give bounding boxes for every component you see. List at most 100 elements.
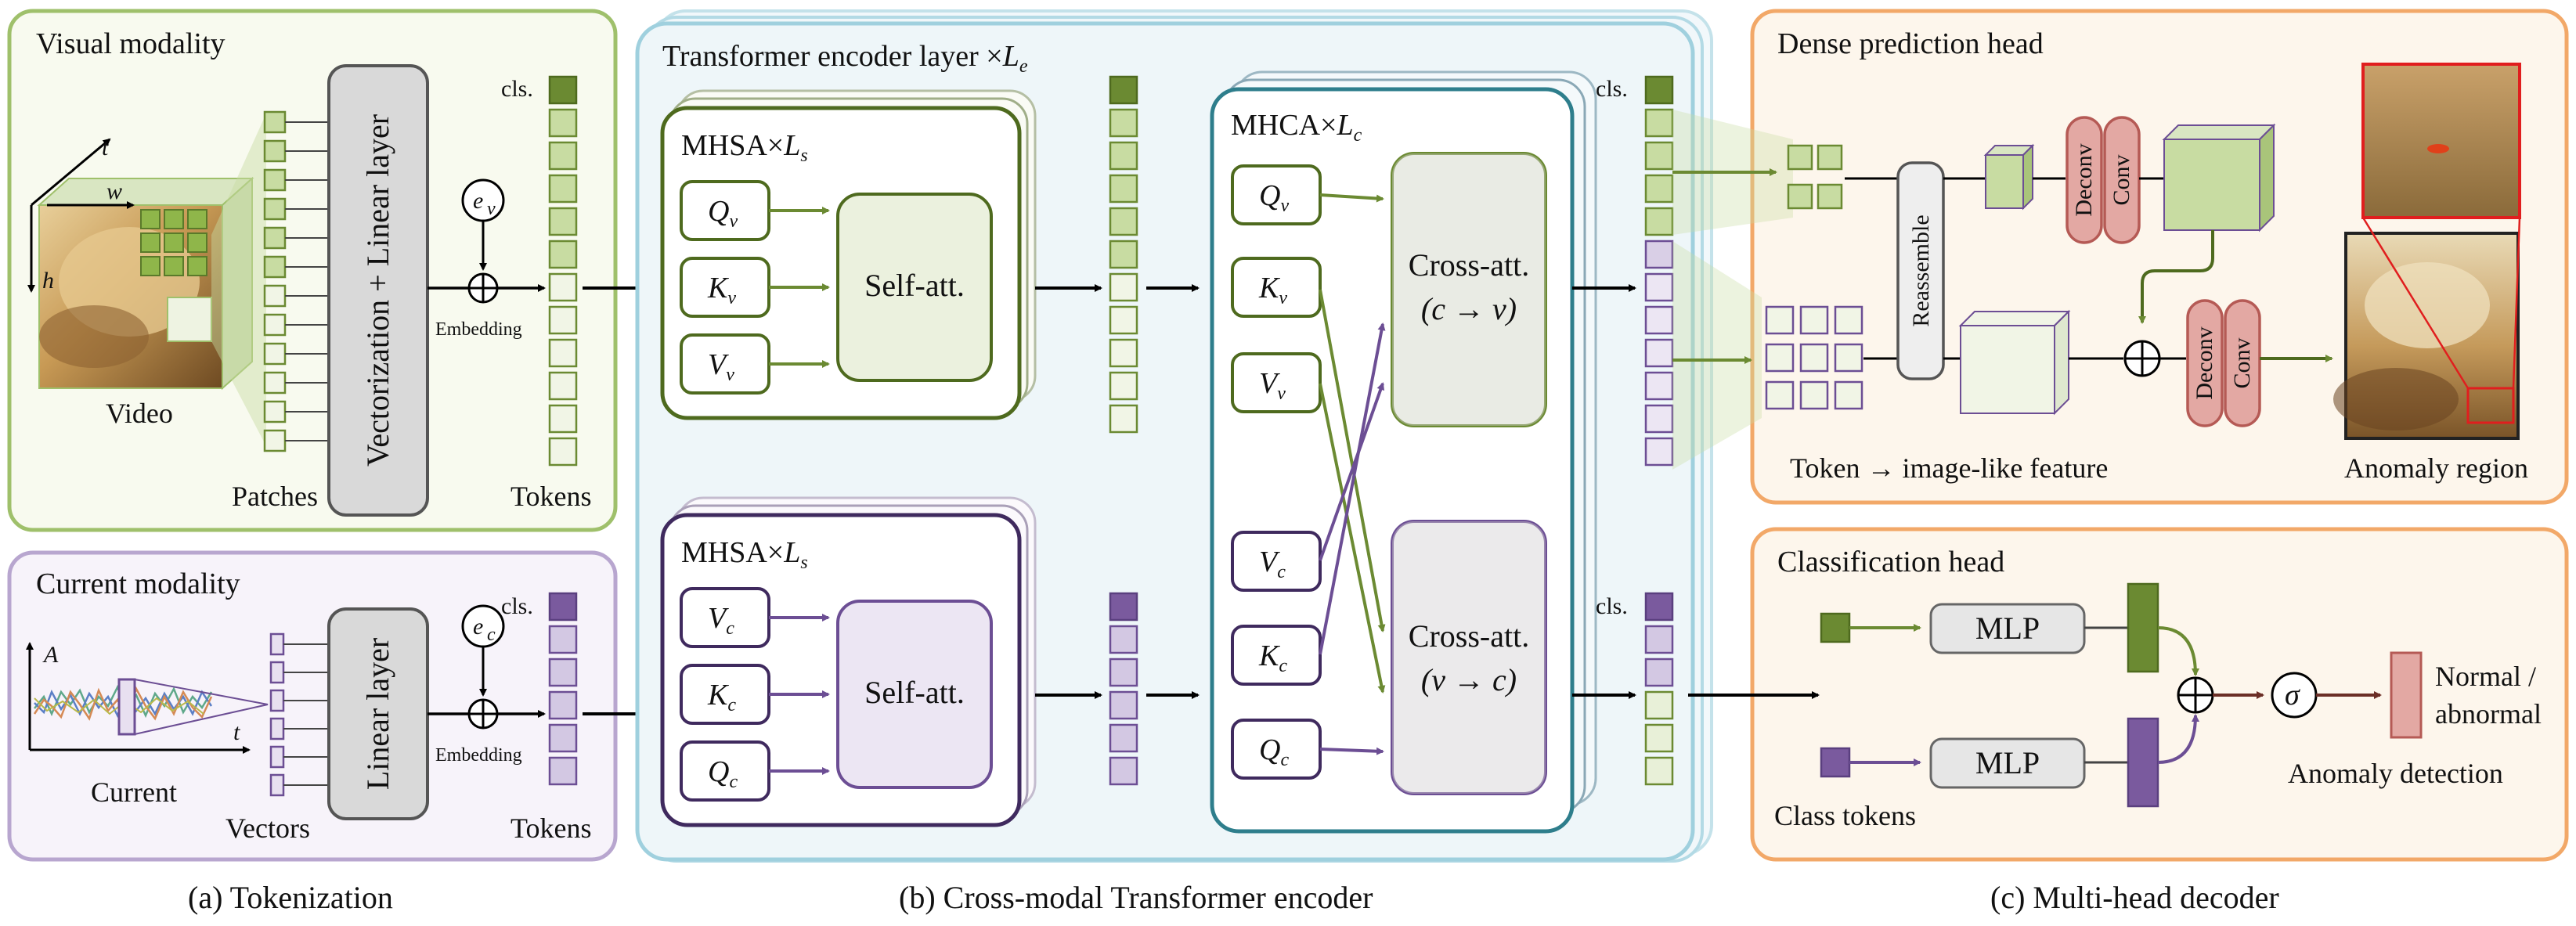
deconv-label-bottom: Deconv bbox=[2192, 326, 2217, 399]
ev-subscript: v bbox=[487, 199, 496, 219]
deconv-conv-top: Deconv Conv bbox=[2065, 116, 2141, 244]
mid-current-tokens bbox=[1109, 592, 1138, 786]
mhca-vv: Vv bbox=[1259, 367, 1286, 404]
w-axis-label: w bbox=[106, 178, 122, 204]
anomaly-region-label: Anomaly region bbox=[2344, 452, 2528, 484]
feature-cube-small bbox=[1983, 143, 2035, 211]
a-axis-label: A bbox=[42, 642, 59, 668]
output-current-tokens: cls. bbox=[1596, 592, 1674, 786]
mhca-kc: Kc bbox=[1258, 640, 1287, 676]
visual-modality-panel: Visual modality t w bbox=[7, 9, 618, 532]
visual-tokens-label: Tokens bbox=[511, 481, 591, 512]
mhsa-qc: Qc bbox=[708, 755, 738, 792]
patches-label: Patches bbox=[232, 481, 318, 512]
mhsa-qv: Qv bbox=[708, 195, 738, 232]
visual-linear-layer: Vectorization + Linear layer bbox=[327, 64, 429, 517]
add-node-classification bbox=[2177, 676, 2214, 714]
visual-linear-label: Vectorization + Linear layer bbox=[360, 114, 395, 467]
current-tokens: cls. Tokens bbox=[501, 592, 591, 844]
output-visual-tokens: cls. bbox=[1596, 75, 1674, 467]
current-tokens-label: Tokens bbox=[511, 813, 591, 844]
caption-a: (a) Tokenization bbox=[188, 880, 393, 915]
sigmoid-node: σ bbox=[2271, 672, 2318, 719]
visual-tokens: cls. Tokens bbox=[501, 75, 591, 512]
anomaly-detection-label: Anomaly detection bbox=[2288, 758, 2503, 789]
mhsa-kv: Kv bbox=[707, 272, 736, 308]
deconv-conv-bottom: Deconv Conv bbox=[2186, 299, 2261, 427]
mhca-block: MHCA×Lc Qv Kv Vv Vc Kc Qc Cross-att. (c … bbox=[1210, 70, 1597, 834]
self-att-visual: Self-att. bbox=[864, 268, 965, 303]
small-token-grid bbox=[1787, 144, 1843, 210]
ev-symbol: e bbox=[473, 188, 483, 214]
ec-symbol: e bbox=[473, 614, 483, 640]
class-tokens-label: Class tokens bbox=[1774, 800, 1916, 831]
mlp-top-label: MLP bbox=[1975, 611, 2040, 646]
abnormal-label: abnormal bbox=[2435, 698, 2542, 730]
visual-modality-title: Visual modality bbox=[36, 27, 225, 60]
mhca-kv: Kv bbox=[1258, 272, 1287, 308]
current-embedding: e c Embedding bbox=[428, 604, 546, 766]
reassemble-block: Reassemble bbox=[1896, 161, 1945, 380]
vectors-label: Vectors bbox=[225, 813, 310, 844]
output-visual-cls: cls. bbox=[1596, 76, 1628, 102]
video-cube: t w h Video bbox=[27, 113, 266, 446]
add-node-dense bbox=[2123, 340, 2161, 377]
mhca-qc: Qc bbox=[1259, 733, 1289, 770]
current-embedding-label: Embedding bbox=[435, 745, 522, 766]
dense-head-title: Dense prediction head bbox=[1777, 27, 2044, 60]
current-signal-plot: A t Current bbox=[26, 642, 269, 808]
patches-column: Patches bbox=[232, 110, 329, 512]
video-label: Video bbox=[106, 398, 173, 429]
deconv-label-top: Deconv bbox=[2071, 143, 2097, 216]
current-t-axis-label: t bbox=[233, 719, 240, 745]
mhsa-vc: Vc bbox=[708, 602, 734, 639]
dense-prediction-panel: Dense prediction head Reassemble bbox=[1672, 9, 2569, 505]
current-linear-label: Linear layer bbox=[360, 638, 395, 790]
output-logit bbox=[2390, 651, 2423, 739]
classification-head-title: Classification head bbox=[1777, 546, 2004, 578]
mhca-qv: Qv bbox=[1259, 179, 1289, 216]
output-current-cls: cls. bbox=[1596, 593, 1628, 619]
current-label: Current bbox=[91, 776, 177, 808]
large-token-grid bbox=[1765, 305, 1863, 410]
h-axis-label: h bbox=[42, 268, 54, 294]
current-class-token bbox=[1820, 747, 1851, 778]
mhca-title: MHCA×Lc bbox=[1231, 109, 1362, 146]
conv-label-bottom: Conv bbox=[2229, 337, 2255, 388]
mhsa-visual-block: MHSA×Ls Qv Kv Vv Self-att. bbox=[660, 89, 1037, 420]
visual-embedding-label: Embedding bbox=[435, 319, 522, 340]
classification-panel: Classification head MLP MLP σ Normal / a… bbox=[1688, 527, 2569, 862]
caption-b: (b) Cross-modal Transformer encoder bbox=[899, 880, 1373, 915]
mhsa-vv: Vv bbox=[708, 348, 734, 385]
mhsa-visual-title: MHSA×Ls bbox=[681, 129, 808, 166]
visual-class-token bbox=[1820, 612, 1851, 643]
anomaly-region-image bbox=[2333, 232, 2520, 440]
current-linear-layer: Linear layer bbox=[327, 607, 429, 820]
feature-cube-large bbox=[1958, 309, 2071, 416]
t-axis-label: t bbox=[102, 135, 109, 160]
sigma-symbol: σ bbox=[2285, 679, 2300, 712]
normal-label: Normal / bbox=[2435, 661, 2536, 692]
mhca-vc: Vc bbox=[1259, 546, 1286, 582]
caption-c: (c) Multi-head decoder bbox=[1990, 880, 2279, 915]
self-att-current: Self-att. bbox=[864, 675, 965, 710]
encoder-title: Transformer encoder layer ×Le bbox=[662, 40, 1028, 77]
reassemble-label: Reassemble bbox=[1908, 214, 1934, 326]
visual-embedding: e v Embedding bbox=[428, 178, 546, 340]
patch-cubes bbox=[140, 209, 207, 276]
anomaly-zoom-image bbox=[2361, 63, 2521, 389]
cross-att-vc-line1: Cross-att. bbox=[1409, 618, 1529, 654]
mhsa-current-block: MHSA×Ls Vc Kc Qc Self-att. bbox=[660, 496, 1037, 827]
current-modality-panel: Current modality A t Current bbox=[7, 550, 618, 862]
mid-visual-tokens bbox=[1109, 75, 1138, 434]
feature-cube-medium bbox=[2162, 123, 2276, 232]
cross-att-cv-line2: (c → v) bbox=[1421, 291, 1517, 326]
token-to-image-label: Token → image-like feature bbox=[1790, 452, 2108, 484]
mlp-bottom-label: MLP bbox=[1975, 745, 2040, 780]
mhsa-kc: Kc bbox=[707, 679, 736, 715]
conv-label-top: Conv bbox=[2109, 154, 2134, 205]
ec-subscript: c bbox=[487, 625, 496, 645]
mlp-bottom-output bbox=[2127, 717, 2159, 808]
